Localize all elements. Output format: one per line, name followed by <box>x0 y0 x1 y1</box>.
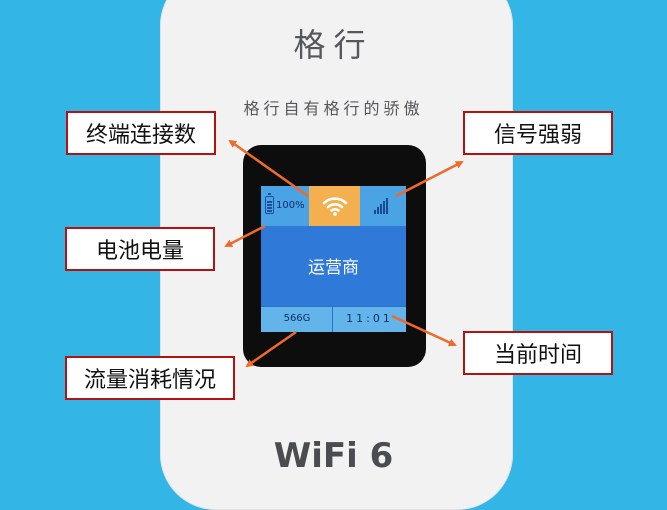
arrow-terminals <box>228 139 309 198</box>
operator-name: 运营商 <box>308 258 359 278</box>
operator-cell: 运营商 <box>261 226 406 306</box>
label-battery-level: 电池电量 <box>65 227 215 271</box>
data-usage-value: 566G <box>283 313 311 324</box>
brand-slogan: 格行自有格行的骄傲 <box>243 99 424 118</box>
label-terminal-count: 终端连接数 <box>66 111 216 155</box>
wifi-cell <box>309 186 360 226</box>
wifi-icon <box>322 197 348 216</box>
label-signal-strength: 信号强弱 <box>463 111 613 155</box>
arrow-time <box>391 314 457 347</box>
brand-name: 格行 <box>293 26 374 64</box>
time-cell: 11:01 <box>333 306 406 332</box>
label-data-usage: 流量消耗情况 <box>65 356 235 400</box>
arrow-battery <box>224 224 266 248</box>
time-value: 11:01 <box>346 312 393 325</box>
battery-cell: 100% <box>261 186 309 226</box>
signal-bars-icon <box>374 198 388 214</box>
arrow-signal <box>395 160 464 198</box>
model-name: WiFi 6 <box>273 436 394 476</box>
battery-percent: 100% <box>276 200 305 211</box>
label-current-time: 当前时间 <box>463 331 613 375</box>
arrow-data <box>245 330 297 368</box>
signal-cell <box>360 186 406 226</box>
data-usage-cell: 566G <box>261 306 333 332</box>
battery-icon <box>265 193 274 214</box>
